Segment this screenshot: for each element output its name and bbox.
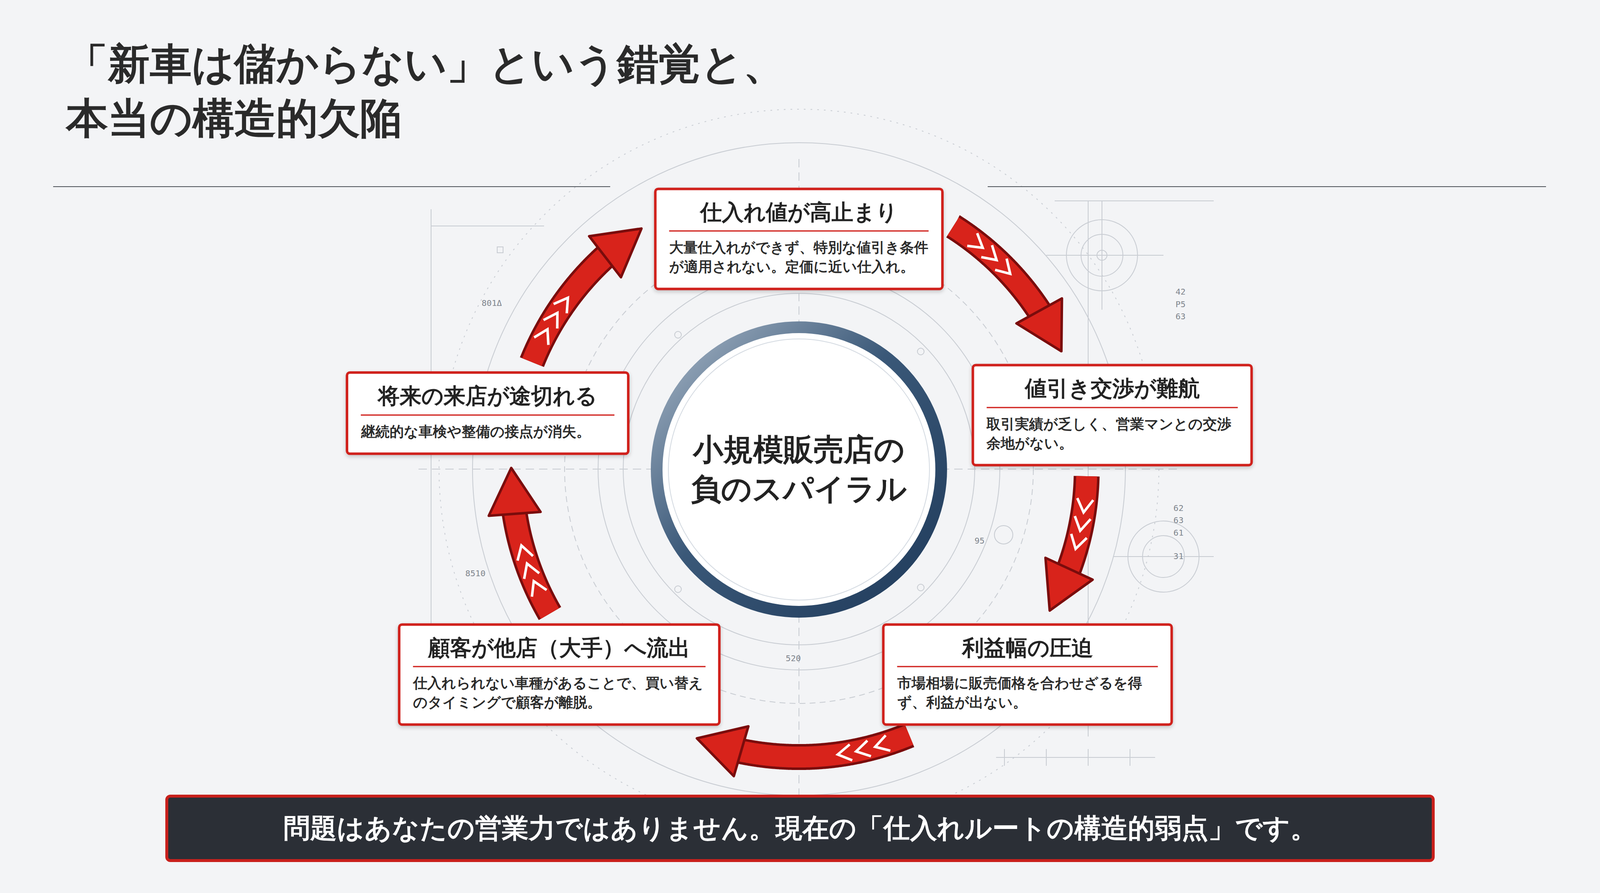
dimension-label: 520 — [785, 653, 801, 664]
box-body: 市場相場に販売価格を合わせざるを得ず、利益が出ない。 — [897, 673, 1159, 713]
box-body: 取引実績が乏しく、営業マンとの交渉余地がない。 — [986, 414, 1238, 454]
cycle-arrow — [1045, 476, 1094, 611]
dimension-label: 63 — [1175, 311, 1186, 322]
box-body: 仕入れられない車種があることで、買い替えのタイミングで顧客が離脱。 — [413, 673, 706, 713]
box-heading: 将来の来店が途切れる — [361, 383, 615, 416]
caption-bar: 問題はあなたの営業力ではありません。現在の「仕入れルートの構造的弱点」です。 — [165, 794, 1435, 863]
box-body: 大量仕入れができず、特別な値引き条件が適用されない。定価に近い仕入れ。 — [669, 238, 929, 277]
slide-title: 「新車は儲からない」という錯覚と、 本当の構造的欠陥 — [66, 36, 904, 146]
ring-outline — [649, 320, 948, 619]
dimension-label: 63 — [1173, 515, 1184, 526]
box-body: 継続的な車検や整備の接点が消失。 — [361, 422, 615, 442]
box-heading: 仕入れ値が高止まり — [669, 199, 929, 232]
dimension-label: 95 — [974, 535, 985, 546]
cycle-arrow — [952, 226, 1062, 352]
box-heading: 利益幅の圧迫 — [897, 634, 1159, 668]
box-heading: 顧客が他店（大手）へ流出 — [413, 634, 706, 668]
center-circle: 小規模販売店の 負のスパイラル — [649, 320, 948, 619]
dimension-label: 61 — [1173, 527, 1184, 538]
dimension-label: 801Δ — [481, 297, 502, 309]
cycle-arrow — [488, 467, 550, 614]
process-box: 値引き交渉が難航取引実績が乏しく、営業マンとの交渉余地がない。 — [971, 364, 1254, 467]
caption-text: 問題はあなたの営業力ではありません。現在の「仕入れルートの構造的弱点」です。 — [283, 810, 1318, 847]
center-label: 小規模販売店の 負のスパイラル — [681, 430, 917, 509]
cycle-arrow — [531, 228, 642, 363]
process-box: 利益幅の圧迫市場相場に販売価格を合わせざるを得ず、利益が出ない。 — [882, 623, 1174, 726]
process-box: 将来の来店が途切れる継続的な車検や整備の接点が消失。 — [346, 371, 630, 455]
dimension-label: 62 — [1173, 503, 1184, 514]
dimension-label: P5 — [1175, 299, 1186, 310]
process-box: 仕入れ値が高止まり大量仕入れができず、特別な値引き条件が適用されない。定価に近い… — [654, 187, 944, 291]
dimension-label: 8510 — [465, 568, 486, 579]
dimension-label: 42 — [1175, 286, 1186, 297]
cycle-arrow — [696, 726, 910, 777]
process-box: 顧客が他店（大手）へ流出仕入れられない車種があることで、買い替えのタイミングで顧… — [398, 623, 721, 726]
box-heading: 値引き交渉が難航 — [986, 375, 1238, 409]
dimension-label: 31 — [1173, 551, 1184, 562]
